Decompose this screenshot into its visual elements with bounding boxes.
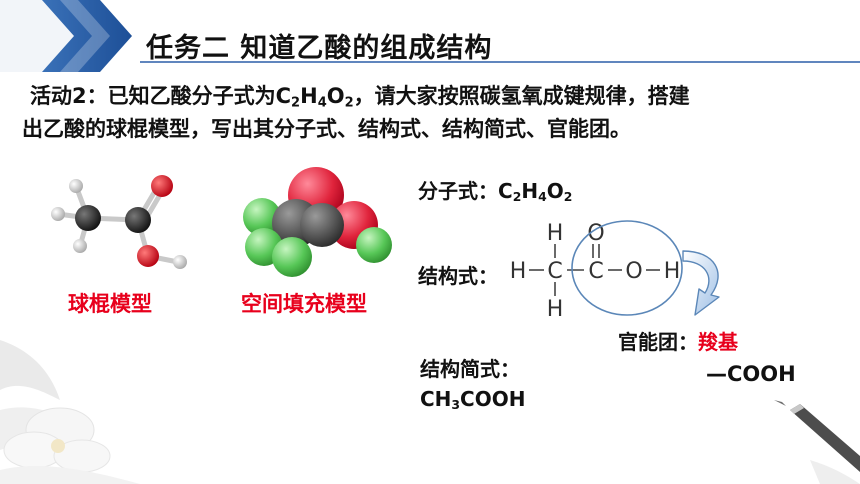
atom-h-bottom: H	[547, 297, 564, 322]
condensed-formula-value: CH3COOH	[420, 387, 526, 413]
functional-group-label: 官能团：	[618, 330, 698, 354]
molecular-formula-value: C2H4O2	[498, 179, 573, 205]
ball-stick-model-image	[51, 175, 187, 269]
structural-formula-diagram: H C C O H H H O	[510, 220, 683, 322]
functional-group-formula: —COOH	[706, 362, 796, 386]
activity-text: 活动2：已知乙酸分子式为C2H4O2，请大家按照碳氢氧成键规律，搭建 出乙酸的球…	[22, 80, 842, 146]
page-title: 任务二 知道乙酸的组成结构	[146, 33, 493, 64]
atom-c1: C	[547, 259, 562, 284]
activity-formula: C2H4O2	[275, 84, 354, 111]
bonds	[529, 244, 660, 296]
activity-line1: 已知乙酸分子式为	[107, 84, 276, 108]
functional-group-name: 羧基	[698, 330, 738, 354]
molecular-formula: 分子式：C2H4O2	[418, 175, 572, 204]
activity-prefix: 活动2	[30, 84, 87, 108]
atom-o-single: O	[625, 259, 642, 284]
atom-c2: C	[588, 259, 603, 284]
activity-line2: 出乙酸的球棍模型，写出其分子式、结构式、结构简式、官能团。	[22, 117, 631, 141]
space-filling-model-image	[243, 167, 392, 277]
ball-stick-caption: 球棍模型	[68, 292, 152, 316]
space-filling-caption: 空间填充模型	[241, 292, 367, 316]
functional-group-highlight-circle	[571, 220, 683, 316]
structural-formula-label: 结构式：	[418, 264, 498, 288]
condensed-formula: 结构简式： CH3COOH	[420, 354, 525, 414]
molecular-formula-label: 分子式：	[418, 179, 498, 203]
decorative-pen-image	[774, 400, 860, 484]
atom-h-left: H	[510, 259, 527, 284]
decorative-flower-image	[0, 340, 140, 484]
functional-group: 官能团：羧基	[618, 326, 738, 355]
condensed-formula-label: 结构简式：	[420, 357, 520, 381]
atom-h-top: H	[547, 221, 564, 246]
header-bar	[0, 0, 860, 72]
header-chevron	[42, 0, 132, 72]
atom-h-right: H	[664, 259, 681, 284]
curved-arrow-icon	[682, 250, 720, 316]
